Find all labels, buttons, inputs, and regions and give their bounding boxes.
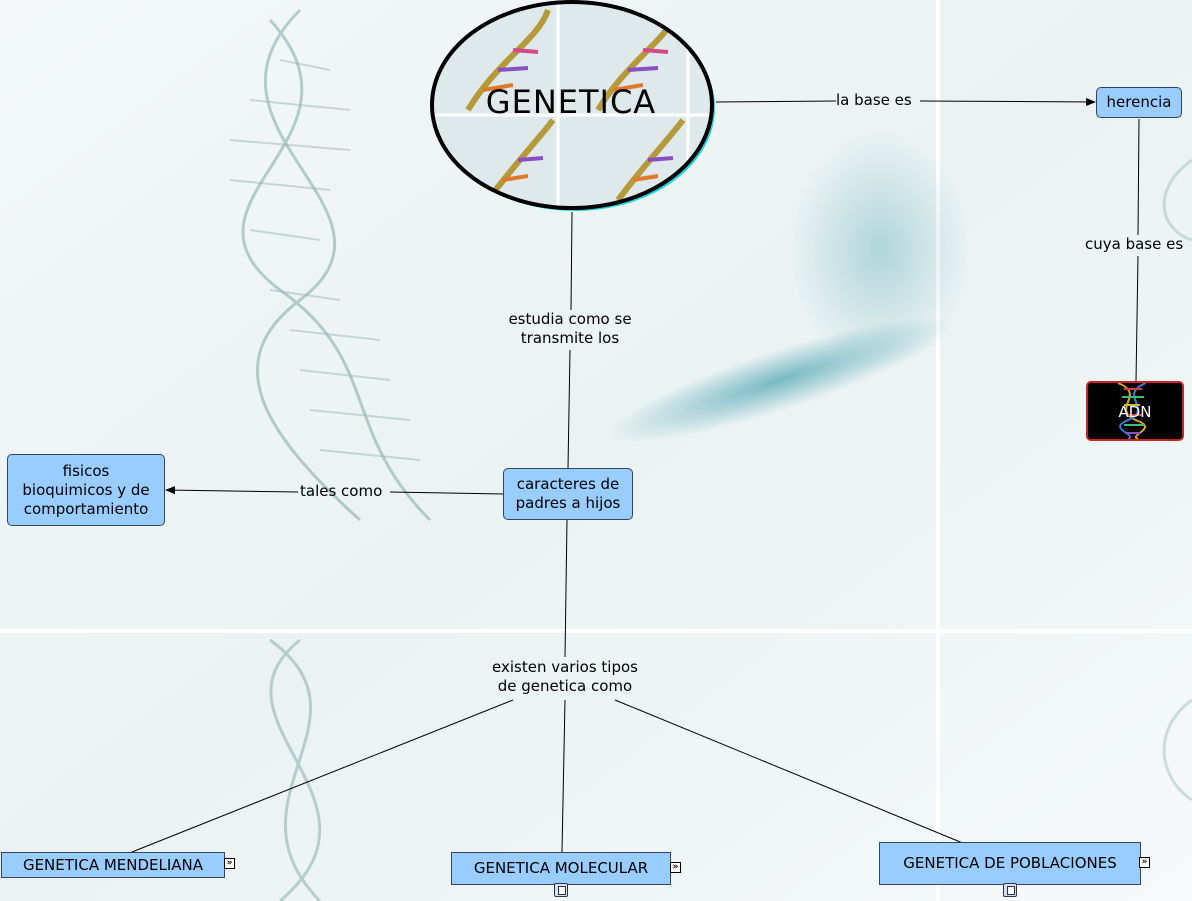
link-tales-to-fisicos <box>165 486 299 495</box>
node-genetica-poblaciones[interactable]: GENETICA DE POBLACIONES <box>879 842 1141 885</box>
root-node-title[interactable]: GENETICA <box>485 83 657 121</box>
link-caracteres-to-tales <box>389 491 504 495</box>
link-root-to-la-base <box>715 100 837 103</box>
expand-icon-molecular[interactable]: » <box>670 862 681 873</box>
node-fisicos-line2: bioquimicos y de <box>22 480 150 499</box>
link-label-estudia-line1: estudia como se <box>508 310 632 328</box>
node-herencia[interactable]: herencia <box>1096 87 1182 118</box>
link-label-estudia-line2: transmite los <box>520 329 620 347</box>
resource-icon-poblaciones[interactable] <box>1003 883 1017 897</box>
link-caracteres-to-existen <box>564 519 568 658</box>
node-fisicos[interactable]: fisicos bioquimicos y de comportamiento <box>7 454 165 526</box>
link-existen-to-poblaciones <box>614 699 971 847</box>
expand-icon-poblaciones[interactable]: » <box>1139 857 1150 868</box>
node-genetica-molecular[interactable]: GENETICA MOLECULAR <box>451 852 671 885</box>
link-existen-to-mendeliana <box>131 699 514 853</box>
node-fisicos-line1: fisicos <box>62 461 110 480</box>
resource-icon-molecular[interactable] <box>554 883 568 897</box>
link-label-existen-line1: existen varios tipos <box>492 658 638 676</box>
root-node-image[interactable] <box>428 0 720 214</box>
link-label-estudia[interactable]: estudia como se transmite los <box>490 310 650 348</box>
link-cuya-to-adn <box>1135 255 1139 382</box>
link-label-existen[interactable]: existen varios tipos de genetica como <box>475 658 655 696</box>
link-existen-to-molecular <box>561 699 566 853</box>
adn-helix-image <box>1117 383 1147 439</box>
link-herencia-to-cuya <box>1137 118 1140 236</box>
node-genetica-mendeliana[interactable]: GENETICA MENDELIANA <box>1 852 225 878</box>
link-la-base-to-herencia <box>919 97 1096 106</box>
link-label-tales-como[interactable]: tales como <box>300 482 383 500</box>
link-label-existen-line2: de genetica como <box>497 677 633 695</box>
node-caracteres-line1: caracteres de <box>516 475 620 493</box>
node-caracteres-line2: padres a hijos <box>515 494 621 512</box>
link-label-la-base-es[interactable]: la base es <box>836 91 912 109</box>
node-adn-label: ADN <box>1118 403 1152 421</box>
node-caracteres[interactable]: caracteres de padres a hijos <box>503 468 633 520</box>
node-adn[interactable]: ADN <box>1086 381 1184 441</box>
link-root-to-estudia <box>570 211 573 311</box>
expand-icon-mendeliana[interactable]: » <box>224 858 235 869</box>
link-estudia-to-caracteres <box>567 349 571 469</box>
link-label-cuya-base-es[interactable]: cuya base es <box>1085 235 1184 253</box>
node-fisicos-line3: comportamiento <box>23 499 149 518</box>
